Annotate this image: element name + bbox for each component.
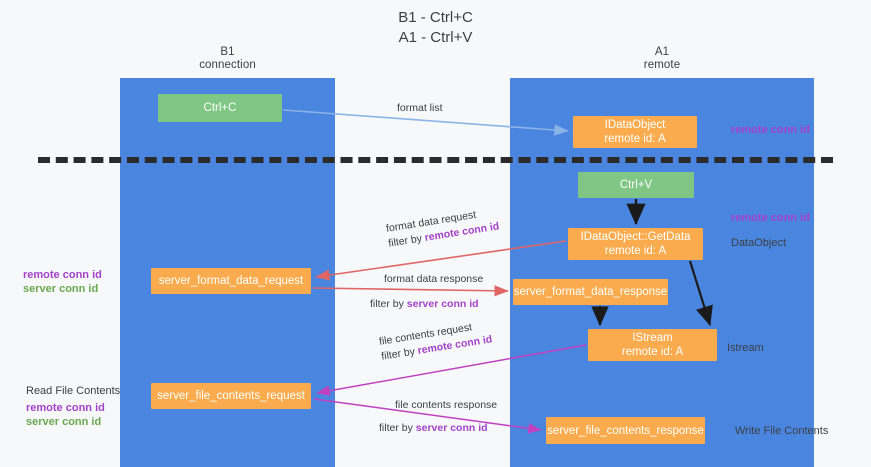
side-label-conn-ids-bottom: remote conn id server conn id xyxy=(26,401,105,429)
lane-header-a1: A1 remote xyxy=(510,46,814,72)
edge-label-file-contents-response-filter: filter by server conn id xyxy=(379,421,488,436)
box-ctrl-c[interactable]: Ctrl+C xyxy=(158,94,282,122)
box-ctrl-v-label: Ctrl+V xyxy=(619,179,653,191)
edge-label-file-contents-request: file contents request filter by remote c… xyxy=(378,317,493,364)
arrow-format-data-response xyxy=(312,285,509,297)
lane-a1-name: A1 xyxy=(654,46,670,58)
side-label-write-file-contents: Write File Contents xyxy=(735,425,829,437)
side-label-conn-ids-middle: remote conn id server conn id xyxy=(23,268,102,296)
box-server-file-contents-request[interactable]: server_file_contents_request xyxy=(151,383,311,409)
box-sfdres-label: server_format_data_response xyxy=(513,286,668,298)
left-remote-conn-id-2: remote conn id xyxy=(26,402,105,414)
section-divider xyxy=(38,157,833,163)
lane-header-b1: B1 connection xyxy=(120,46,335,72)
box-sfcres-label: server_file_contents_response xyxy=(547,424,704,437)
box-server-file-contents-response[interactable]: server_file_contents_response xyxy=(546,417,705,444)
left-remote-conn-id-1: remote conn id xyxy=(23,269,102,281)
left-server-conn-id-1: server conn id xyxy=(23,283,99,295)
edge-label-format-list: format list xyxy=(397,101,443,116)
box-istream-label: IStream xyxy=(632,332,673,344)
server-conn-id-text-2: server conn id xyxy=(415,422,488,434)
edge-format-list-text: format list xyxy=(397,102,443,114)
edge-fcres-text: file contents response xyxy=(395,399,498,411)
box-idataobject-getdata[interactable]: IDataObject::GetData remote id: A xyxy=(568,228,703,260)
page-title: B1 - Ctrl+C A1 - Ctrl+V xyxy=(0,8,871,48)
filter-by-text-1: filter by xyxy=(387,232,423,250)
lane-a1-role: remote xyxy=(643,59,681,71)
side-label-dataobject: DataObject xyxy=(731,237,787,249)
side-label-remote-conn-id-mid: remote conn id xyxy=(731,212,810,224)
filter-by-text-4: filter by xyxy=(379,422,413,434)
box-idataobject-sub: remote id: A xyxy=(604,133,666,145)
box-getdata-sub: remote id: A xyxy=(604,245,667,257)
box-server-format-data-response[interactable]: server_format_data_response xyxy=(513,279,668,305)
box-getdata-label: IDataObject::GetData xyxy=(580,231,691,243)
title-line-2: A1 - Ctrl+V xyxy=(398,29,473,46)
filter-by-text-2: filter by xyxy=(370,298,404,310)
lane-b1-name: B1 xyxy=(220,46,235,58)
title-line-1: B1 - Ctrl+C xyxy=(398,9,473,26)
edge-label-format-data-response: format data response xyxy=(384,272,483,287)
edge-label-file-contents-response: file contents response xyxy=(395,398,497,413)
box-ctrl-c-label: Ctrl+C xyxy=(203,102,237,114)
lane-b1-role: connection xyxy=(199,59,256,71)
box-idataobject[interactable]: IDataObject remote id: A xyxy=(573,116,697,148)
box-idataobject-label: IDataObject xyxy=(604,119,666,131)
box-istream[interactable]: IStream remote id: A xyxy=(588,329,717,361)
box-sfcreq-label: server_file_contents_request xyxy=(157,390,305,402)
edge-label-format-data-request: format data request filter by remote con… xyxy=(385,204,500,251)
filter-by-text-3: filter by xyxy=(380,345,416,363)
side-label-istream: Istream xyxy=(727,342,764,354)
box-server-format-data-request[interactable]: server_format_data_request xyxy=(151,268,311,294)
box-istream-sub: remote id: A xyxy=(621,346,684,358)
side-label-remote-conn-id-top: remote conn id xyxy=(731,124,810,136)
side-label-read-file-contents: Read File Contents xyxy=(26,385,121,397)
box-sfdreq-label: server_format_data_request xyxy=(158,275,304,287)
edge-label-format-data-response-filter: filter by server conn id xyxy=(370,297,479,312)
server-conn-id-text-1: server conn id xyxy=(406,298,479,310)
edge-fdres-text: format data response xyxy=(384,273,484,285)
box-ctrl-v[interactable]: Ctrl+V xyxy=(578,172,694,198)
left-server-conn-id-2: server conn id xyxy=(26,416,102,428)
